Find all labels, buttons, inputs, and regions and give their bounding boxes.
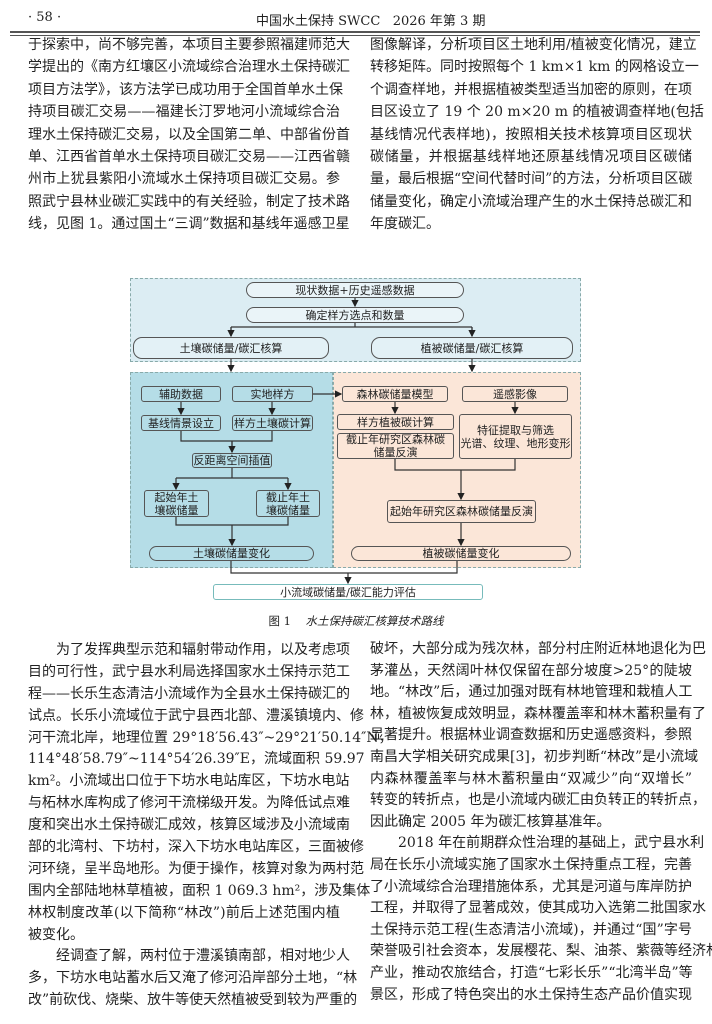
text-line: 转变的转折点，也是小流域内碳汇由负转正的转折点， — [370, 792, 706, 809]
text-line: 量，最后根据“空间代替时间”的方法，分析项目区碳 — [370, 171, 693, 188]
journal-header: 中国水土保持 SWCC 2026 年第 3 期 — [256, 10, 485, 29]
text-line: 景区，形成了特色突出的水土保持生态产品价值实现 — [370, 986, 692, 1003]
text-line: 州市上犹县紫阳小流域水土保持项目碳汇交易。参 — [28, 171, 340, 188]
text-line: 理水土保持碳汇交易，以及全国第二单、中部省份首 — [28, 126, 350, 143]
text-line: 学提出的《南方红壤区小流域综合治理水土保持碳汇 — [28, 59, 350, 76]
figure-caption: 图 1 水土保持碳汇核算技术路线 — [0, 613, 712, 629]
text-line: 为了发挥典型示范和辐射带动作用，以及考虑项 — [56, 642, 350, 658]
text-line: 年度碳汇。 — [370, 216, 440, 233]
node-feature-extraction: 特征提取与筛选 光谱、纹理、地形变形 — [459, 414, 572, 459]
node-baseline: 基线情景设立 — [141, 415, 221, 431]
text-line: 碳储量，并根据基线样地还原基线情况项目区碳储 — [370, 148, 692, 165]
text-line: 储量变化，确定小流域治理产生的水土保持总碳汇和 — [370, 193, 692, 210]
text-line: km²。小流域出口位于下坊水电站库区，下坊水电站 — [28, 773, 350, 790]
feature-line-1: 特征提取与筛选 — [477, 423, 554, 437]
page-number: · 58 · — [28, 10, 62, 25]
text-column-bottom-right: 破坏，大部分成为残次林，部分村庄附近林地退化为巴茅灌丛，天然阔叶林仅保留在部分坡… — [370, 639, 712, 1006]
text-line: 于探索中，尚不够完善，本项目主要参照福建师范大 — [28, 37, 350, 53]
text-line: 持项目碳汇交易——福建长汀罗地河小流域综合治 — [28, 104, 340, 121]
text-line: 目区设立了 19 个 20 m×20 m 的植被调查样地(包括 — [370, 104, 704, 121]
text-line: 南昌大学相关研究成果[3]，初步判断“林改”是小流域 — [370, 748, 699, 765]
text-line: 2018 年在前期群众性治理的基础上，武宁县水利 — [398, 835, 705, 852]
text-column-top-right: 图像解译，分析项目区土地利用/植被变化情况，建立转移矩阵。同时按照每个 1 km… — [370, 34, 704, 236]
caption-text: 水土保持碳汇核算技术路线 — [305, 614, 444, 628]
text-line: 林，植被恢复成效明显，森林覆盖率和林木蓄积量有了 — [370, 705, 706, 722]
node-veg-calc: 样方植被碳计算 — [337, 414, 454, 430]
text-line: 项目方法学》，该方法学已成功用于全国首单水土保 — [28, 81, 343, 98]
text-line: 林权制度改革(以下简称“林改”)前后上述范围内植 — [28, 904, 340, 921]
text-line: 部的北湾村、下坊村，深入下坊水电站库区，三面被修 — [28, 839, 364, 856]
node-start-inversion: 起始年研究区森林碳储量反演 — [387, 500, 536, 523]
node-aux-data: 辅助数据 — [141, 386, 221, 402]
text-line: 工程，并取得了显著成效，使其成功入选第二批国家水 — [370, 900, 706, 917]
text-line: 因此确定 2005 年为碳汇核算基准年。 — [370, 813, 611, 830]
text-line: 转移矩阵。同时按照每个 1 km×1 km 的网格设立一 — [370, 59, 699, 76]
node-end-inversion: 截止年研究区森林碳储量反演 — [337, 433, 454, 459]
journal-name: 中国水土保持 SWCC — [256, 14, 381, 29]
text-line: 与柘林水库构成了修河干流梯级开发。为降低试点难 — [28, 795, 350, 812]
node-veg-change: 植被碳储量变化 — [351, 546, 571, 561]
text-line: 了小流域综合治理措施体系，尤其是河道与库岸防护 — [370, 878, 692, 895]
text-line: 程——长乐生态清洁小流域作为全县水土保持碳汇的 — [28, 685, 350, 702]
node-idw: 反距离空间插值 — [192, 453, 272, 468]
text-line: 试点。长乐小流域位于武宁县西北部、澧溪镇境内、修 — [28, 707, 364, 724]
header-rule — [10, 31, 700, 36]
text-column-top-left: 于探索中，尚不够完善，本项目主要参照福建师范大学提出的《南方红壤区小流域综合治理… — [28, 34, 350, 236]
node-forest-model: 森林碳储量模型 — [342, 386, 448, 402]
text-line: 基线情况代表样地)，按照相关技术核算项目区现状 — [370, 126, 692, 143]
node-veg-accounting: 植被碳储量/碳汇核算 — [371, 337, 573, 359]
text-line: 产业，推动农旅结合，打造“七彩长乐”“北湾半岛”等 — [370, 964, 693, 981]
node-soil-start: 起始年土壤碳储量 — [144, 490, 209, 517]
caption-number: 图 1 — [268, 614, 291, 628]
text-line: 地。“林改”后，通过加强对既有林地管理和栽植人工 — [370, 684, 693, 701]
text-line: 经调查了解，两村位于澧溪镇南部，相对地少人 — [56, 948, 350, 965]
issue: 2026 年第 3 期 — [392, 14, 486, 29]
text-line: 度和突出水土保持碳汇成效，核算区域涉及小流域南 — [28, 817, 350, 834]
text-line: 荣誉吸引社会资本，发展樱花、梨、油茶、紫薇等经济林 — [370, 943, 712, 960]
text-line: 线，见图 1。通过国土“三调”数据和基线年遥感卫星 — [28, 216, 350, 233]
node-remote-sensing: 遥感影像 — [462, 386, 568, 402]
text-line: 茅灌丛，天然阔叶林仅保留在部分坡度>25°的陡坡 — [370, 662, 692, 679]
text-line: 内森林覆盖率与林木蓄积量由“双减少”向“双增长” — [370, 770, 692, 787]
text-line: 局在长乐小流域实施了国家水土保持重点工程，完善 — [370, 856, 692, 873]
node-sample-selection: 确定样方选点和数量 — [246, 307, 464, 323]
text-line: 114°48′58.79″~114°54′26.39″E，流域面积 59.97 — [28, 751, 365, 768]
text-line: 围内全部陆地林草植被，面积 1 069.3 hm²，涉及集体 — [28, 882, 371, 899]
node-soil-accounting: 土壤碳储量/碳汇核算 — [133, 337, 329, 359]
text-line: 破坏，大部分成为残次林，部分村庄附近林地退化为巴 — [370, 641, 706, 657]
text-line: 多，下坊水电站蓄水后又淹了修河沿岸部分土地，“林 — [28, 970, 358, 987]
text-line: 目的可行性，武宁县水利局选择国家水土保持示范工 — [28, 663, 350, 680]
text-line: 河干流北岸，地理位置 29°18′56.43″~29°21′50.14″N， — [28, 729, 393, 746]
text-line: 改”前砍伐、烧柴、放牛等使天然植被受到较为严重的 — [28, 992, 358, 1009]
text-line: 河环绕，呈半岛地形。为便于操作，核算对象为两村范 — [28, 860, 364, 877]
text-line: 个调查样地，并根据植被类型适当加密的原则，在项 — [370, 81, 692, 98]
text-line: 显著提升。根据林业调查数据和历史遥感资料，参照 — [370, 727, 692, 744]
text-line: 被变化。 — [28, 926, 84, 943]
node-soil-change: 土壤碳储量变化 — [149, 546, 314, 561]
text-line: 土保持示范工程(生态清洁小流域)，并通过“国”字号 — [370, 921, 692, 938]
text-column-bottom-left: 为了发挥典型示范和辐射带动作用，以及考虑项目的可行性，武宁县水利局选择国家水土保… — [28, 640, 393, 1012]
text-line: 图像解译，分析项目区土地利用/植被变化情况，建立 — [370, 37, 697, 53]
node-soil-end: 截止年土壤碳储量 — [256, 490, 320, 517]
node-final-assessment: 小流域碳储量/碳汇能力评估 — [213, 584, 483, 600]
node-soil-calc: 样方土壤碳计算 — [232, 415, 313, 431]
text-line: 照武宁县林业碳汇实践中的有关经验，制定了技术路 — [28, 193, 350, 210]
feature-line-2: 光谱、纹理、地形变形 — [460, 436, 571, 450]
node-current-data: 现状数据+历史遥感数据 — [246, 282, 464, 298]
node-field-plots: 实地样方 — [232, 386, 313, 402]
text-line: 单、江西省首单水土保持项目碳汇交易——江西省赣 — [28, 148, 350, 165]
